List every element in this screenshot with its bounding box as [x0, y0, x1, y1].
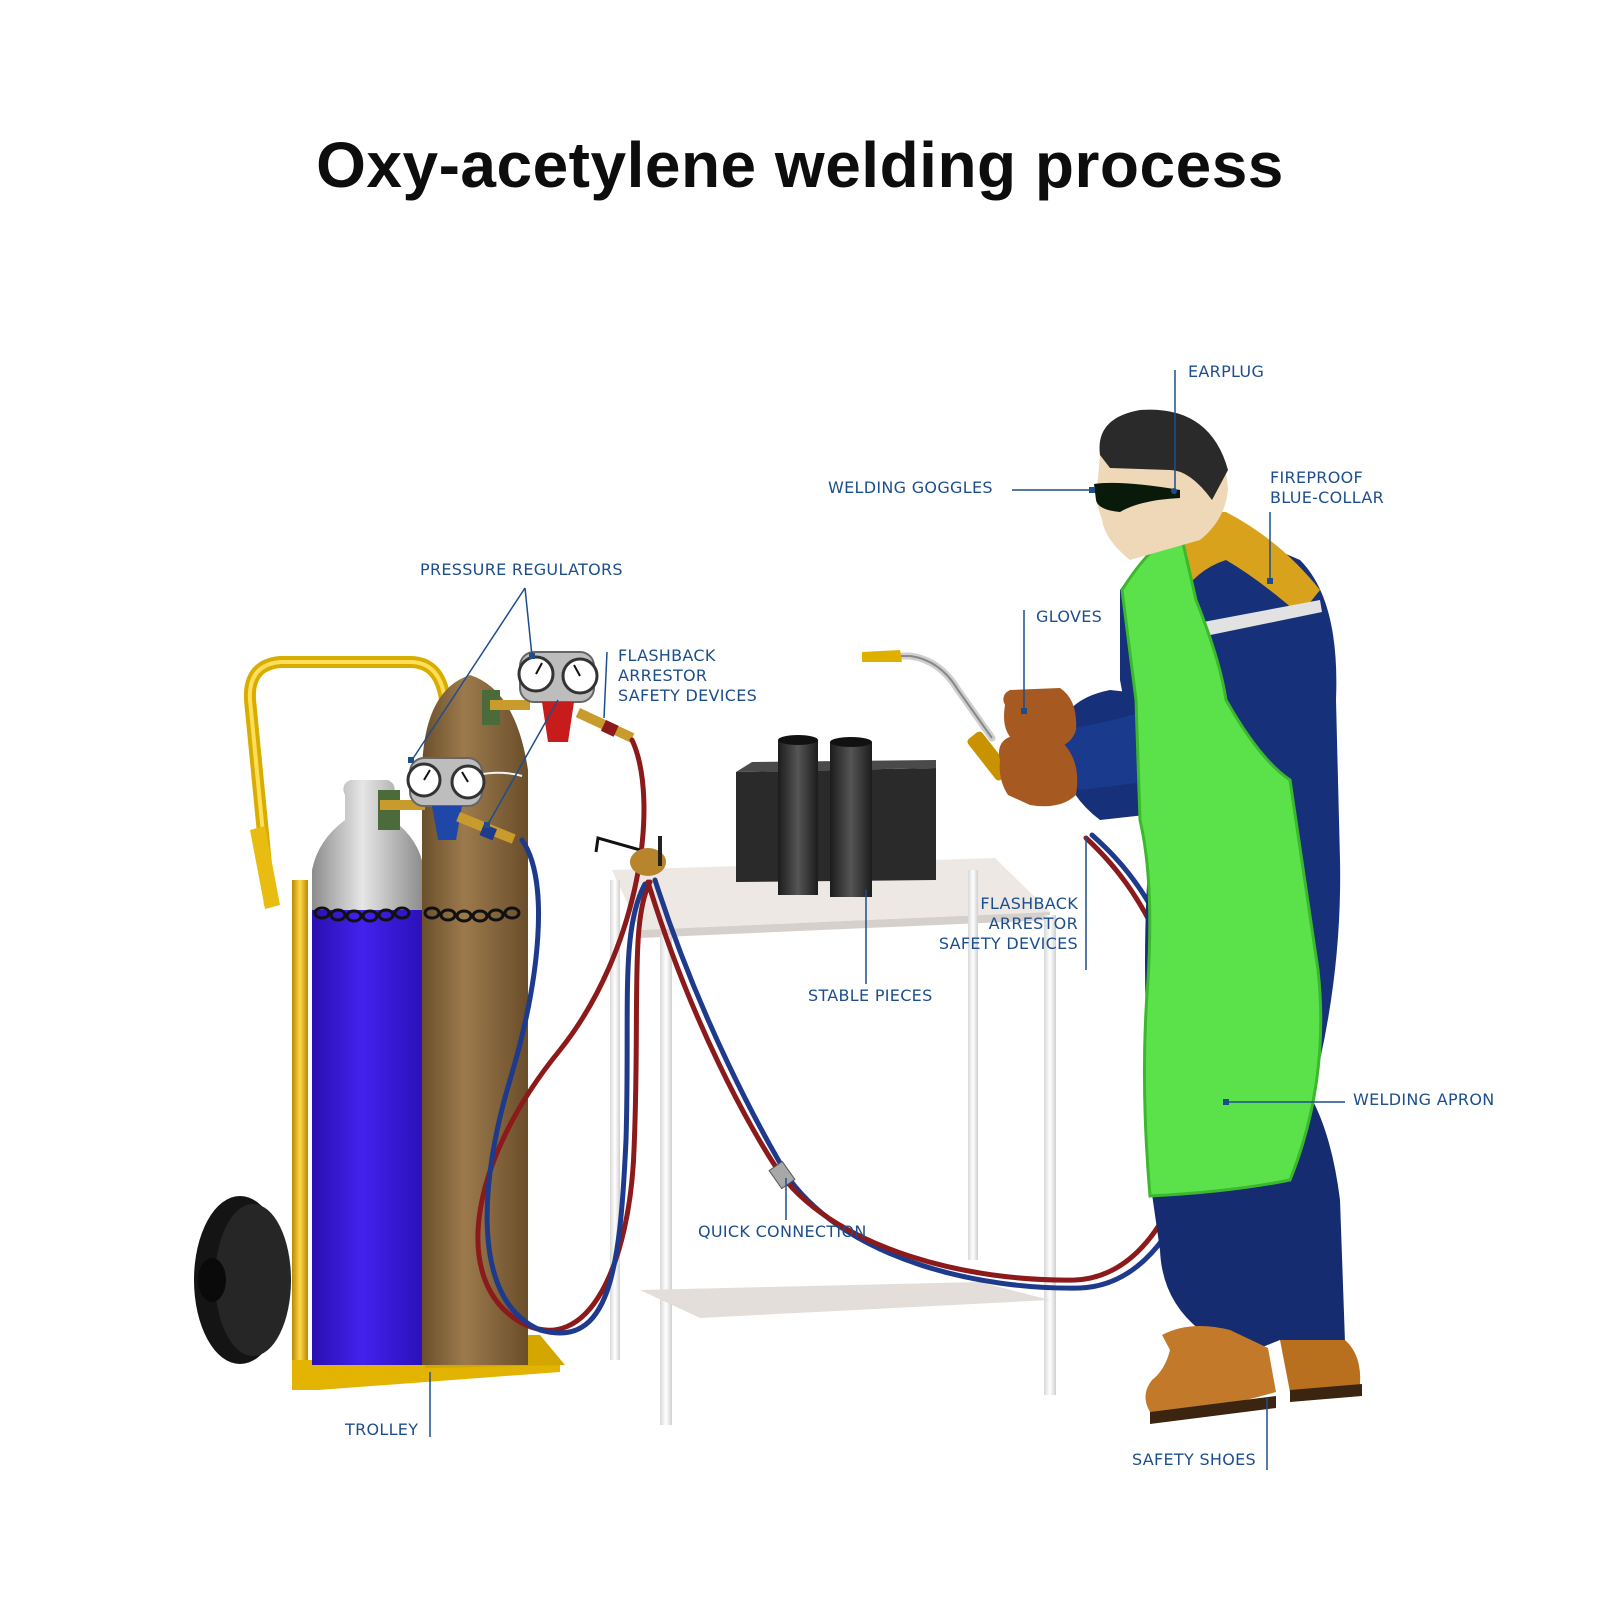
label-flashback-arrestor-regulators: FLASHBACK ARRESTOR SAFETY DEVICES: [618, 646, 758, 705]
label-quick-connection: QUICK CONNECTION: [698, 1222, 867, 1241]
trolley: [194, 656, 565, 1390]
label-pressure-regulators: PRESSURE REGULATORS: [420, 560, 623, 579]
label-welding-goggles: WELDING GOGGLES: [828, 478, 993, 497]
cylinder-chain: [313, 906, 521, 923]
label-welding-apron: WELDING APRON: [1353, 1090, 1495, 1109]
welder: [999, 409, 1362, 1424]
label-flashback-arrestor-torch: FLASHBACK ARRESTOR SAFETY DEVICES: [938, 894, 1078, 953]
page-title: Oxy-acetylene welding process: [316, 129, 1284, 201]
oxygen-cylinder: [312, 780, 424, 1365]
label-safety-shoes: SAFETY SHOES: [1132, 1450, 1256, 1469]
acetylene-regulator: [490, 651, 635, 743]
hose-bracket: [594, 836, 666, 876]
label-trolley: TROLLEY: [345, 1420, 419, 1439]
label-earplug: EARPLUG: [1188, 362, 1265, 381]
leader-lines: [411, 370, 1345, 1470]
leader-dots: [408, 487, 1273, 1105]
label-gloves: GLOVES: [1036, 607, 1103, 626]
welding-torch: [862, 650, 1011, 781]
label-fireproof-blue-collar: FIREPROOF BLUE-COLLAR: [1270, 468, 1385, 507]
stable-pieces: [736, 735, 936, 897]
label-stable-pieces: STABLE PIECES: [808, 986, 933, 1005]
